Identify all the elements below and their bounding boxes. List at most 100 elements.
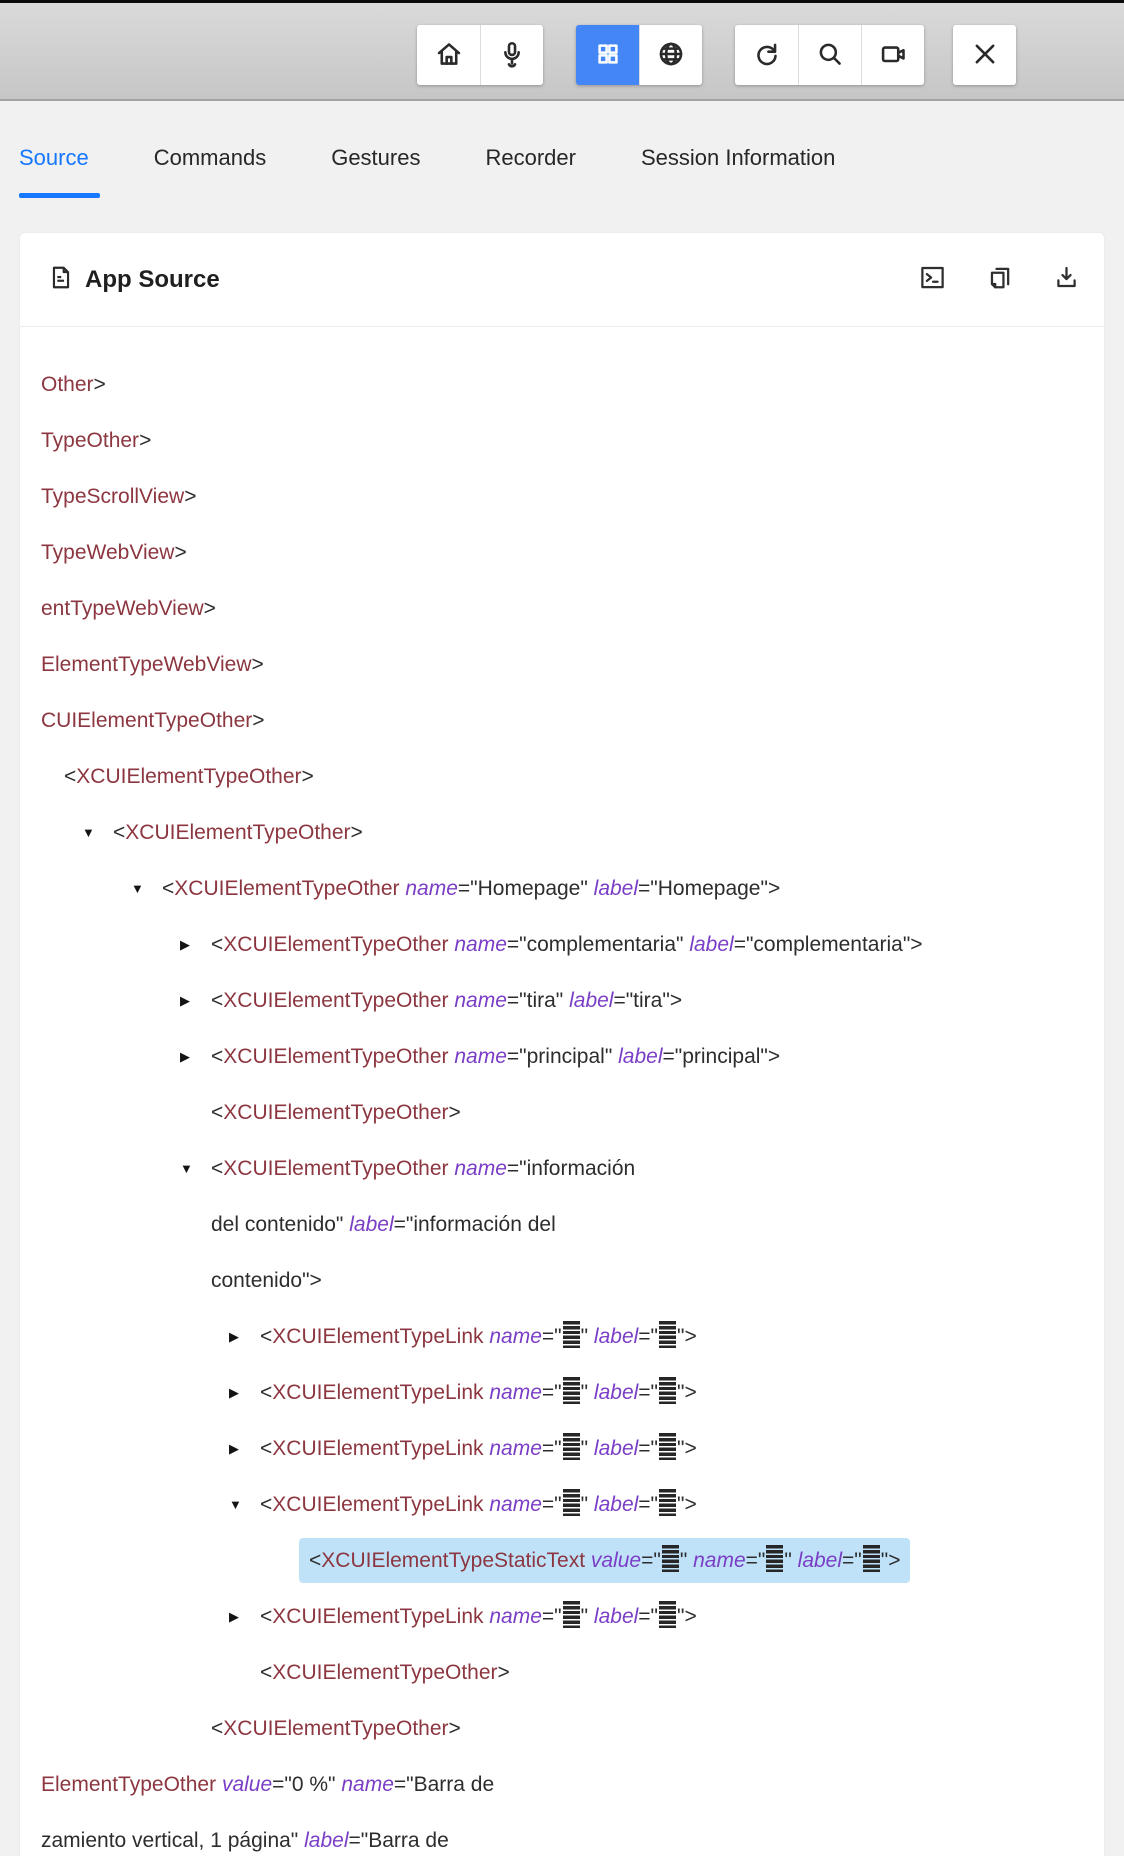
tree-row[interactable]: ▼ <XCUIElementTypeOther name="Homepage" l… (20, 861, 1104, 917)
source-tree[interactable]: Other> TypeOther> TypeScrollView> TypeWebVi… (20, 327, 1104, 1856)
app-source-panel: App Source Other> TypeOther> TypeScrollVie… (19, 232, 1105, 1856)
expand-arrow-icon[interactable]: ▶ (180, 937, 190, 952)
toolbar-group-device (417, 25, 543, 85)
download-icon[interactable] (1053, 264, 1080, 296)
tree-row-text: ElementTypeOther value="0 %" name="Barra… (41, 1773, 495, 1796)
tree-row[interactable]: ▼ <XCUIElementTypeLink name="" label=""> (20, 1477, 1104, 1533)
microphone-icon (498, 40, 526, 71)
tree-row[interactable]: <XCUIElementTypeOther> (20, 749, 1104, 805)
native-app-mode-button[interactable] (576, 25, 639, 85)
toolbar-group-context (576, 25, 702, 85)
tree-row[interactable]: <XCUIElementTypeOther> (20, 1701, 1104, 1757)
tree-row[interactable]: zamiento vertical, 1 página" label="Barr… (20, 1813, 1104, 1856)
missing-glyph-icon (562, 1433, 580, 1460)
tree-row[interactable]: <XCUIElementTypeOther> (20, 1645, 1104, 1701)
terminal-icon[interactable] (919, 264, 946, 296)
tab-gestures[interactable]: Gestures (331, 145, 421, 170)
expand-arrow-icon[interactable]: ▶ (229, 1441, 239, 1456)
tree-row[interactable]: ElementTypeOther value="0 %" name="Barra… (20, 1757, 1104, 1813)
tree-row[interactable]: Other> (20, 357, 1104, 413)
missing-glyph-icon (562, 1321, 580, 1348)
document-icon (48, 264, 74, 296)
expand-arrow-icon[interactable]: ▶ (229, 1329, 239, 1344)
missing-glyph-icon (659, 1433, 677, 1460)
tree-row[interactable]: TypeScrollView> (20, 469, 1104, 525)
quit-session-button[interactable] (953, 25, 1016, 85)
session-toolbar (0, 0, 1124, 101)
tree-row[interactable]: ▶<XCUIElementTypeOther name="tira" label… (20, 973, 1104, 1029)
tree-row[interactable]: ▼ <XCUIElementTypeOther name="información (20, 1141, 1104, 1197)
tree-row-text: <XCUIElementTypeOther name="principal" l… (211, 1045, 781, 1068)
missing-glyph-icon (562, 1601, 580, 1628)
tree-row[interactable]: TypeOther> (20, 413, 1104, 469)
video-camera-icon (879, 40, 907, 71)
search-elements-button[interactable] (798, 25, 861, 85)
tree-row-text: <XCUIElementTypeLink name="" label=""> (260, 1433, 697, 1460)
tree-row-text: Other> (41, 373, 106, 396)
tree-row[interactable]: ▶ <XCUIElementTypeLink name="" label=""> (20, 1589, 1104, 1645)
tree-row[interactable]: CUIElementTypeOther> (20, 693, 1104, 749)
missing-glyph-icon (659, 1321, 677, 1348)
tree-row[interactable]: <XCUIElementTypeOther> (20, 1085, 1104, 1141)
missing-glyph-icon (659, 1601, 677, 1628)
tree-row[interactable]: ▶ <XCUIElementTypeOther name="complementa… (20, 917, 1104, 973)
missing-glyph-icon (659, 1489, 677, 1516)
inspector-tabs: Source Commands Gestures Recorder Sessio… (0, 101, 1124, 232)
tree-row-text: TypeScrollView> (41, 485, 197, 508)
missing-glyph-icon (766, 1545, 784, 1572)
globe-icon (657, 40, 685, 71)
tree-row-text: <XCUIElementTypeOther name="Homepage" la… (162, 877, 781, 900)
collapse-arrow-icon[interactable]: ▼ (82, 825, 95, 840)
active-tab-indicator (19, 193, 100, 198)
tree-row-text: <XCUIElementTypeLink name="" label=""> (260, 1489, 697, 1516)
expand-arrow-icon[interactable]: ▶ (180, 993, 190, 1008)
toolbar-group-close (953, 25, 1016, 85)
collapse-arrow-icon[interactable]: ▼ (229, 1497, 242, 1512)
tab-source[interactable]: Source (19, 145, 89, 170)
tree-row-text: del contenido" label="información del (211, 1213, 556, 1236)
tree-row-text: CUIElementTypeOther> (41, 709, 265, 732)
tree-row-text: <XCUIElementTypeOther name="complementar… (211, 933, 923, 956)
tree-row[interactable]: ▶<XCUIElementTypeLink name="" label=""> (20, 1365, 1104, 1421)
copy-icon[interactable] (986, 264, 1013, 296)
toolbar-group-actions (735, 25, 924, 85)
expand-arrow-icon[interactable]: ▶ (229, 1609, 239, 1624)
tree-row[interactable]: entTypeWebView> (20, 581, 1104, 637)
tree-row-text: TypeOther> (41, 429, 152, 452)
tree-row-text: <XCUIElementTypeOther name="información (211, 1157, 636, 1180)
collapse-arrow-icon[interactable]: ▼ (131, 881, 144, 896)
web-context-button[interactable] (639, 25, 702, 85)
tree-row-text: <XCUIElementTypeOther> (211, 1717, 461, 1740)
tree-row[interactable]: ▶ <XCUIElementTypeOther name="principal" … (20, 1029, 1104, 1085)
tree-row[interactable]: ElementTypeWebView> (20, 637, 1104, 693)
refresh-button[interactable] (735, 25, 798, 85)
siri-button[interactable] (480, 25, 543, 85)
tree-row-text: <XCUIElementTypeOther> (113, 821, 363, 844)
missing-glyph-icon (862, 1545, 880, 1572)
refresh-icon (753, 40, 781, 71)
tree-row-selected[interactable]: <XCUIElementTypeStaticText value="" name… (20, 1533, 1104, 1589)
tab-recorder[interactable]: Recorder (485, 145, 576, 170)
tab-session-information[interactable]: Session Information (640, 145, 836, 170)
home-button[interactable] (417, 25, 480, 85)
app-grid-icon (594, 40, 622, 71)
panel-actions (919, 233, 1080, 327)
screen-recorder-button[interactable] (861, 25, 924, 85)
tree-row[interactable]: ▼ <XCUIElementTypeOther> (20, 805, 1104, 861)
tree-row[interactable]: ▶ <XCUIElementTypeLink name="" label=""> (20, 1309, 1104, 1365)
tree-row-text: contenido"> (211, 1269, 322, 1292)
tab-commands[interactable]: Commands (153, 145, 267, 170)
tree-row-text: <XCUIElementTypeLink name="" label=""> (260, 1601, 697, 1628)
tree-row-text: <XCUIElementTypeLink name="" label=""> (260, 1321, 697, 1348)
tree-row[interactable]: del contenido" label="información del (20, 1197, 1104, 1253)
tree-row[interactable]: TypeWebView> (20, 525, 1104, 581)
app-source-header: App Source (20, 233, 1104, 327)
expand-arrow-icon[interactable]: ▶ (229, 1385, 239, 1400)
tree-row[interactable]: contenido"> (20, 1253, 1104, 1309)
tree-row-text: zamiento vertical, 1 página" label="Barr… (41, 1829, 449, 1852)
collapse-arrow-icon[interactable]: ▼ (180, 1161, 193, 1176)
expand-arrow-icon[interactable]: ▶ (180, 1049, 190, 1064)
tree-row[interactable]: ▶ <XCUIElementTypeLink name="" label=""> (20, 1421, 1104, 1477)
tree-row-text: <XCUIElementTypeOther> (211, 1101, 461, 1124)
search-icon (816, 40, 844, 71)
